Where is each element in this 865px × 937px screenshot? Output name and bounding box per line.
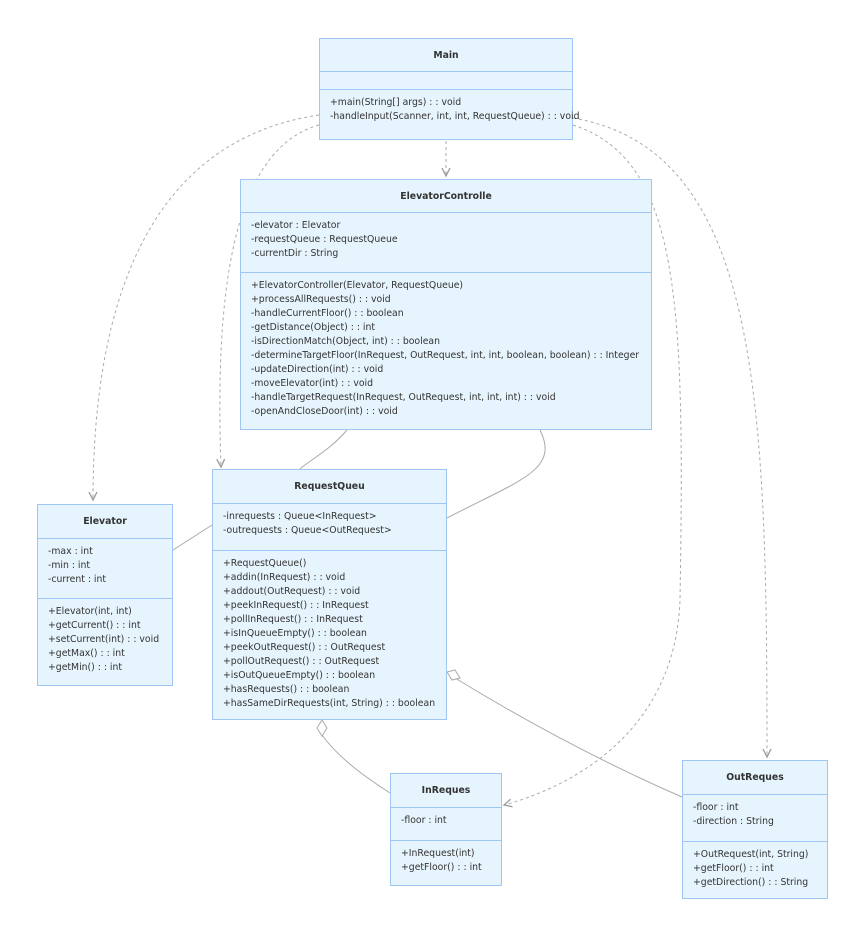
method: +getFloor() : : int: [401, 862, 482, 873]
aggregation-queue-outrequest: [454, 677, 683, 798]
method: +processAllRequests() : : void: [251, 294, 391, 305]
method: +getMin() : : int: [48, 662, 123, 673]
method: +InRequest(int): [401, 848, 475, 859]
attribute: -max : int: [48, 546, 93, 557]
method: +getFloor() : : int: [693, 863, 774, 874]
attribute: -requestQueue : RequestQueue: [251, 234, 398, 245]
method: +hasRequests() : : boolean: [223, 684, 350, 695]
method: +getMax() : : int: [48, 648, 125, 659]
method: +addout(OutRequest) : : void: [223, 586, 361, 597]
attribute: -outrequests : Queue<OutRequest>: [223, 525, 392, 536]
method: +getDirection() : : String: [693, 877, 809, 888]
attribute: -currentDir : String: [251, 248, 339, 259]
method: +setCurrent(int) : : void: [48, 634, 160, 645]
dependency-main-requestqueue: [220, 124, 320, 467]
method: +hasSameDirRequests(int, String) : : boo…: [223, 698, 436, 709]
method: -handleTargetRequest(InRequest, OutReque…: [251, 392, 556, 403]
methods-section: +ElevatorController(Elevator, RequestQue…: [241, 273, 651, 425]
method: -handleInput(Scanner, int, int, RequestQ…: [330, 111, 580, 122]
association-controller-queue-1: [299, 429, 348, 470]
attribute: -floor : int: [401, 815, 447, 826]
aggregation-queue-inrequest: [321, 734, 391, 794]
method: -handleCurrentFloor() : : boolean: [251, 308, 404, 319]
association-controller-queue-2: [446, 429, 546, 519]
association-elevator-queue: [172, 524, 213, 551]
class-in-request[interactable]: InReques -floor : int +InRequest(int) +g…: [390, 773, 502, 886]
attributes-section: -max : int -min : int -current : int: [38, 539, 172, 599]
attributes-section: -inrequests : Queue<InRequest> -outreque…: [213, 504, 446, 551]
class-title: InReques: [391, 774, 501, 808]
class-out-request[interactable]: OutReques -floor : int -direction : Stri…: [682, 760, 828, 899]
attribute: -direction : String: [693, 816, 774, 827]
class-elevator-controller[interactable]: ElevatorControlle -elevator : Elevator -…: [240, 179, 652, 430]
aggregation-diamond-icon: [446, 669, 461, 681]
aggregation-diamond-icon: [316, 719, 328, 737]
attribute: -floor : int: [693, 802, 739, 813]
class-title: Elevator: [38, 505, 172, 539]
methods-section: +OutRequest(int, String) +getFloor() : :…: [683, 842, 827, 896]
method: +pollInRequest() : : InRequest: [223, 614, 363, 625]
method: +getCurrent() : : int: [48, 620, 141, 631]
methods-section: +InRequest(int) +getFloor() : : int: [391, 841, 501, 881]
dependency-main-elevator: [93, 114, 320, 500]
method: +RequestQueue(): [223, 558, 307, 569]
class-title: ElevatorControlle: [241, 180, 651, 213]
attribute: -inrequests : Queue<InRequest>: [223, 511, 377, 522]
method: -determineTargetFloor(InRequest, OutRequ…: [251, 350, 640, 361]
method: -updateDirection(int) : : void: [251, 364, 384, 375]
class-title: OutReques: [683, 761, 827, 795]
class-elevator[interactable]: Elevator -max : int -min : int -current …: [37, 504, 173, 686]
attribute: -current : int: [48, 574, 107, 585]
class-title: RequestQueu: [213, 470, 446, 504]
methods-section: +main(String[] args) : : void -handleInp…: [320, 90, 580, 130]
method: +isInQueueEmpty() : : boolean: [223, 628, 367, 639]
class-request-queue[interactable]: RequestQueu -inrequests : Queue<InReques…: [212, 469, 447, 720]
class-title: Main: [320, 39, 572, 72]
method: +peekOutRequest() : : OutRequest: [223, 642, 386, 653]
method: -openAndCloseDoor(int) : : void: [251, 406, 398, 417]
method: +peekInRequest() : : InRequest: [223, 600, 369, 611]
class-main[interactable]: Main +main(String[] args) : : void -hand…: [319, 38, 580, 140]
methods-section: +RequestQueue() +addin(InRequest) : : vo…: [213, 551, 446, 717]
method: +OutRequest(int, String): [693, 849, 809, 860]
attributes-section: -floor : int: [391, 808, 501, 841]
method: -moveElevator(int) : : void: [251, 378, 374, 389]
method: +addin(InRequest) : : void: [223, 572, 346, 583]
methods-section: +Elevator(int, int) +getCurrent() : : in…: [38, 599, 172, 681]
attribute: -min : int: [48, 560, 91, 571]
attributes-section: -elevator : Elevator -requestQueue : Req…: [241, 213, 651, 273]
dependency-main-inrequest: [504, 124, 682, 805]
method: +main(String[] args) : : void: [330, 97, 462, 108]
dependency-main-outrequest: [572, 117, 767, 757]
method: +isOutQueueEmpty() : : boolean: [223, 670, 376, 681]
method: +ElevatorController(Elevator, RequestQue…: [251, 280, 464, 291]
method: -getDistance(Object) : : int: [251, 322, 376, 333]
attributes-section: -floor : int -direction : String: [683, 795, 827, 842]
method: -isDirectionMatch(Object, int) : : boole…: [251, 336, 441, 347]
attribute: -elevator : Elevator: [251, 220, 341, 231]
attributes-section: [320, 72, 572, 90]
method: +Elevator(int, int): [48, 606, 132, 617]
method: +pollOutRequest() : : OutRequest: [223, 656, 380, 667]
